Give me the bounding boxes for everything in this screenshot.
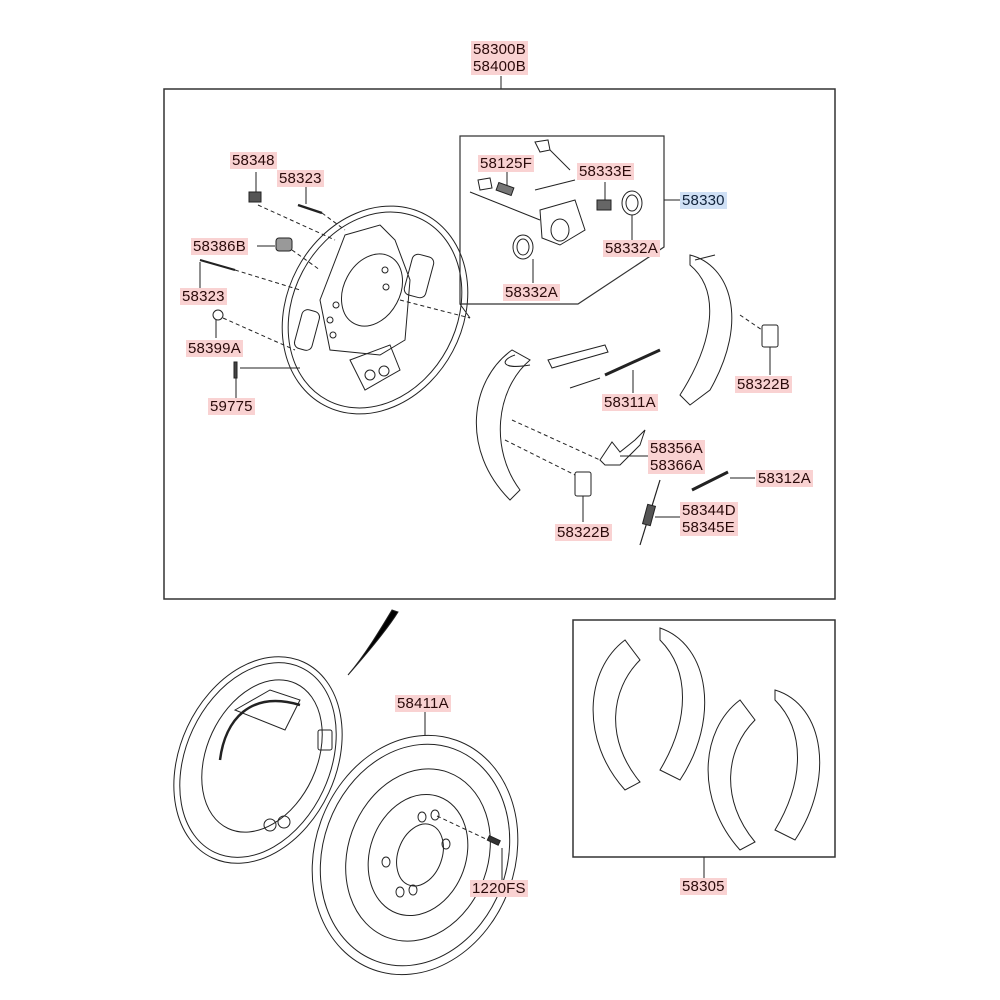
backing-plate[interactable] (247, 173, 504, 446)
part-label-58348[interactable]: 58348 (230, 152, 277, 169)
direction-arrow (347, 609, 399, 676)
part-label-58305[interactable]: 58305 (680, 878, 727, 895)
shoe-kit-58305[interactable] (592, 627, 821, 851)
part-label-58322B-left[interactable]: 58322B (555, 524, 612, 541)
adjuster-58311A[interactable] (547, 344, 661, 393)
part-label-58356A[interactable]: 58356A (650, 440, 703, 457)
bolt-58348[interactable] (248, 172, 336, 241)
part-label-58323-mid[interactable]: 58323 (180, 288, 227, 305)
wheel-cylinder-58330[interactable] (469, 179, 586, 246)
part-label-58344D-58345E[interactable]: 58344D 58345E (680, 502, 738, 536)
screw-1220FS[interactable] (436, 815, 503, 880)
assembly-label-58400B[interactable]: 58400B (473, 58, 526, 75)
shoe-kit-box (572, 619, 836, 878)
pin-58323-top[interactable] (297, 185, 346, 231)
brake-shoe-right[interactable] (679, 254, 733, 406)
part-label-58323-top[interactable]: 58323 (277, 170, 324, 187)
part-label-1220FS[interactable]: 1220FS (470, 880, 528, 897)
part-label-58386B[interactable]: 58386B (191, 238, 248, 255)
lever-58356A[interactable] (511, 419, 648, 466)
part-label-58356A-58366A[interactable]: 58356A 58366A (648, 440, 705, 474)
cup-58332A-right[interactable] (621, 190, 643, 240)
part-label-58311A[interactable]: 58311A (602, 394, 658, 411)
cap-58333E[interactable] (534, 139, 612, 211)
part-label-58125F[interactable]: 58125F (478, 155, 535, 172)
assembly-label-58300B-58400B[interactable]: 58300B 58400B (471, 41, 528, 75)
wheel-cylinder-box (399, 135, 680, 319)
cup-58332A-left[interactable] (512, 234, 534, 283)
spring-58344D[interactable] (639, 479, 680, 546)
seal-58399A[interactable] (212, 309, 296, 351)
part-label-59775[interactable]: 59775 (208, 398, 255, 415)
clip-58322B-right[interactable] (739, 314, 779, 375)
part-label-58344D[interactable]: 58344D (682, 502, 736, 519)
part-label-58345E[interactable]: 58345E (682, 519, 735, 536)
part-label-58411A[interactable]: 58411A (395, 695, 451, 712)
part-label-58333E[interactable]: 58333E (577, 163, 634, 180)
spring-58312A[interactable] (691, 470, 755, 492)
part-label-58332A-left[interactable]: 58332A (503, 284, 560, 301)
part-label-58366A[interactable]: 58366A (650, 457, 703, 474)
part-label-58332A-right[interactable]: 58332A (603, 240, 660, 257)
brake-shoe-left[interactable] (476, 349, 531, 501)
clip-58322B-left[interactable] (504, 439, 592, 522)
assembly-label-58300B[interactable]: 58300B (473, 41, 526, 58)
plug-58386B[interactable] (257, 237, 321, 271)
pin-58323-mid[interactable] (199, 259, 301, 291)
assembled-brake-view[interactable] (142, 629, 375, 891)
part-label-58330[interactable]: 58330 (680, 192, 727, 209)
part-label-58399A[interactable]: 58399A (186, 340, 243, 357)
part-label-58322B-right[interactable]: 58322B (735, 376, 792, 393)
main-assembly-frame (163, 76, 836, 600)
pin-59775[interactable] (233, 361, 300, 398)
bleeder-58125F[interactable] (477, 170, 515, 197)
part-label-58312A[interactable]: 58312A (756, 470, 813, 487)
